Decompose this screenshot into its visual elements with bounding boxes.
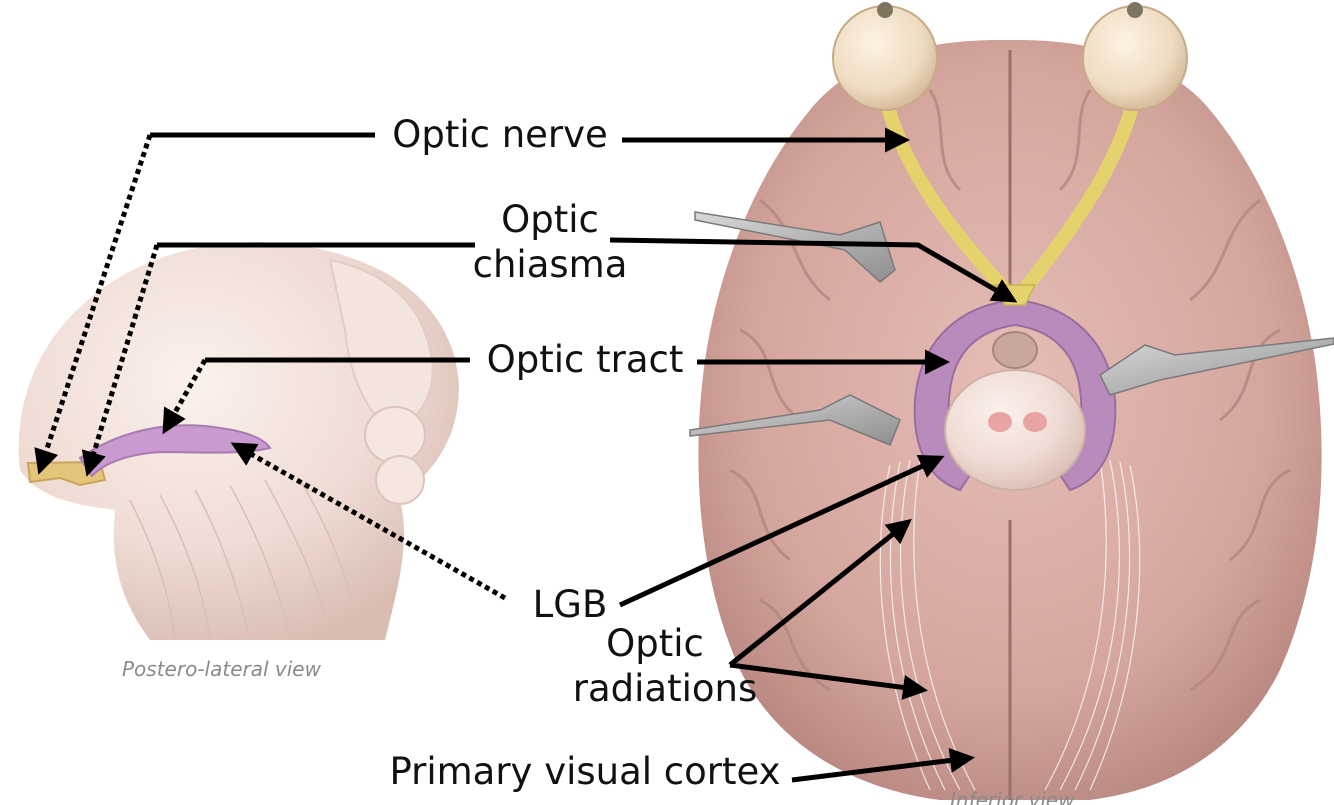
label-optic-nerve: Optic nerve xyxy=(392,113,608,156)
brainstem-lobe xyxy=(328,258,434,432)
label-optic-tract: Optic tract xyxy=(486,338,684,381)
label-optic-radiations-line1: Optic xyxy=(606,622,704,665)
caption-inferior-view: Inferior view xyxy=(950,788,1075,805)
inferior-brain-illustration xyxy=(689,2,1334,800)
brainstem-fibers xyxy=(129,479,361,641)
optic-radiations-leader-up xyxy=(728,518,912,667)
optic-tract-left xyxy=(78,424,272,478)
red-nucleus-left xyxy=(988,412,1012,432)
optic-chiasma-leader-left-dotted xyxy=(81,244,160,477)
red-nucleus-right xyxy=(1023,412,1047,432)
label-optic-chiasma-line1: Optic xyxy=(501,198,599,241)
mammillary-bodies xyxy=(992,331,1038,369)
optic-nerve-left-yellow xyxy=(878,88,1017,302)
midbrain xyxy=(944,369,1086,491)
optic-tract-leader-left-dotted xyxy=(162,358,208,435)
eyeball-left xyxy=(832,5,938,111)
lgb-leader-dotted xyxy=(230,442,507,601)
optic-tract-ring xyxy=(913,298,1117,492)
optic-radiations-fibers xyxy=(879,459,1141,791)
label-primary-visual-cortex: Primary visual cortex xyxy=(389,750,781,793)
primary-visual-cortex-leader xyxy=(791,748,975,783)
gyri-texture xyxy=(729,89,1291,692)
eyeball-right xyxy=(1082,5,1188,111)
leader-lines xyxy=(34,127,1018,783)
eyeball-right-pupil xyxy=(1127,2,1143,18)
postero-lateral-brainstem-illustration xyxy=(18,242,459,641)
optic-nerve-right-yellow xyxy=(1013,88,1142,302)
optic-nerve-leader-left-dotted xyxy=(34,134,153,475)
colliculus-upper xyxy=(364,406,426,464)
label-lgb: LGB xyxy=(532,583,608,626)
eyeball-left-pupil xyxy=(877,2,893,18)
retractor-mid-left xyxy=(689,394,901,446)
retractor-top-left xyxy=(694,211,896,283)
colliculus-lower xyxy=(375,455,425,505)
label-optic-radiations-line2: radiations xyxy=(572,667,758,710)
label-optic-chiasma-line2: chiasma xyxy=(472,243,628,286)
caption-postero-lateral-view: Postero-lateral view xyxy=(122,657,321,681)
optic-radiations-leader-down xyxy=(729,662,928,700)
optic-chiasma-leader-right xyxy=(609,237,1018,303)
retractor-right xyxy=(1099,337,1334,396)
lgb-leader-right xyxy=(618,454,945,608)
